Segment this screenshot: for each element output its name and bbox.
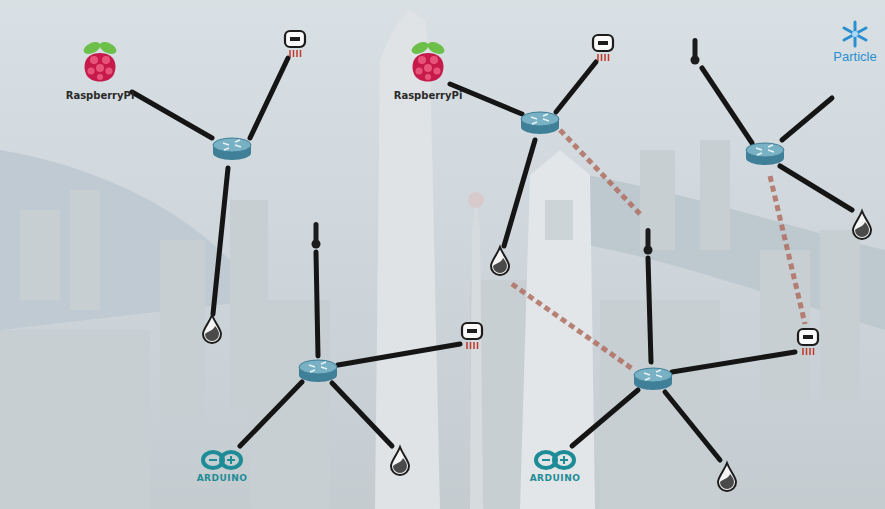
gas-sensor-icon — [462, 323, 482, 349]
router-icon — [299, 360, 337, 382]
solid-links — [648, 258, 651, 362]
solid-links — [504, 140, 535, 246]
humidity-drop-icon — [203, 211, 871, 491]
wireless-links — [512, 130, 805, 370]
humidity-drop-icon — [391, 447, 409, 475]
raspberry-pi-logo — [410, 40, 447, 82]
humidity-drop-icon — [853, 211, 871, 239]
drawing-part — [700, 140, 730, 250]
city-photo — [0, 150, 260, 330]
router-icon — [746, 143, 784, 165]
gas-sensor-icon — [798, 329, 818, 355]
arduino-logo — [203, 452, 574, 468]
logo-caption: ARDUINO — [530, 474, 581, 484]
router-icon — [213, 112, 784, 390]
drawing-part — [70, 190, 100, 310]
city-photo — [470, 200, 483, 509]
wireless-links — [770, 176, 805, 324]
particle-logo — [844, 22, 866, 46]
thermometer-icon — [691, 38, 700, 65]
solid-links — [132, 58, 852, 460]
wireless-links — [560, 130, 640, 214]
solid-links — [556, 62, 596, 112]
gas-sensor-icon — [285, 31, 305, 57]
thermometer-icon — [312, 222, 321, 249]
solid-links — [572, 390, 638, 446]
drawing-part — [820, 230, 860, 400]
city-photo — [545, 200, 573, 240]
solid-links — [132, 92, 212, 138]
router-icon — [634, 368, 672, 390]
solid-links — [665, 392, 720, 460]
solid-links — [672, 352, 795, 372]
drawing-part — [160, 240, 205, 420]
city-photo — [468, 192, 484, 208]
arduino-logo — [203, 452, 241, 468]
solid-links — [240, 382, 302, 446]
solid-links — [702, 68, 752, 143]
solid-links — [213, 168, 228, 314]
gas-sensor-icon — [285, 31, 818, 355]
drawing-part — [0, 330, 150, 509]
humidity-drop-icon — [203, 315, 221, 343]
city-photo — [375, 10, 440, 509]
router-icon — [521, 112, 559, 134]
logo-caption: ARDUINO — [197, 474, 248, 484]
solid-links — [780, 166, 852, 210]
particle-logo — [844, 22, 866, 46]
thermometer-icon — [312, 38, 700, 255]
arduino-logo — [536, 452, 574, 468]
solid-links — [782, 98, 832, 140]
logo-caption: Particle — [833, 50, 876, 64]
drawing-part — [20, 210, 60, 300]
city-photo — [520, 150, 595, 509]
drawing-part — [760, 250, 810, 400]
wireless-links — [512, 284, 634, 370]
raspberry-pi-logo — [82, 40, 447, 82]
router-icon — [213, 138, 251, 160]
humidity-drop-icon — [718, 463, 736, 491]
logo-caption: RaspberryPi — [66, 90, 135, 101]
drawing-part — [640, 150, 675, 250]
solid-links — [332, 383, 392, 446]
solid-links — [250, 58, 288, 138]
logo-caption: RaspberryPi — [394, 90, 463, 101]
solid-links — [338, 344, 460, 365]
gas-sensor-icon — [593, 35, 613, 61]
solid-links — [316, 252, 318, 356]
thermometer-icon — [644, 228, 653, 255]
raspberry-pi-logo — [82, 40, 119, 82]
humidity-drop-icon — [491, 247, 509, 275]
